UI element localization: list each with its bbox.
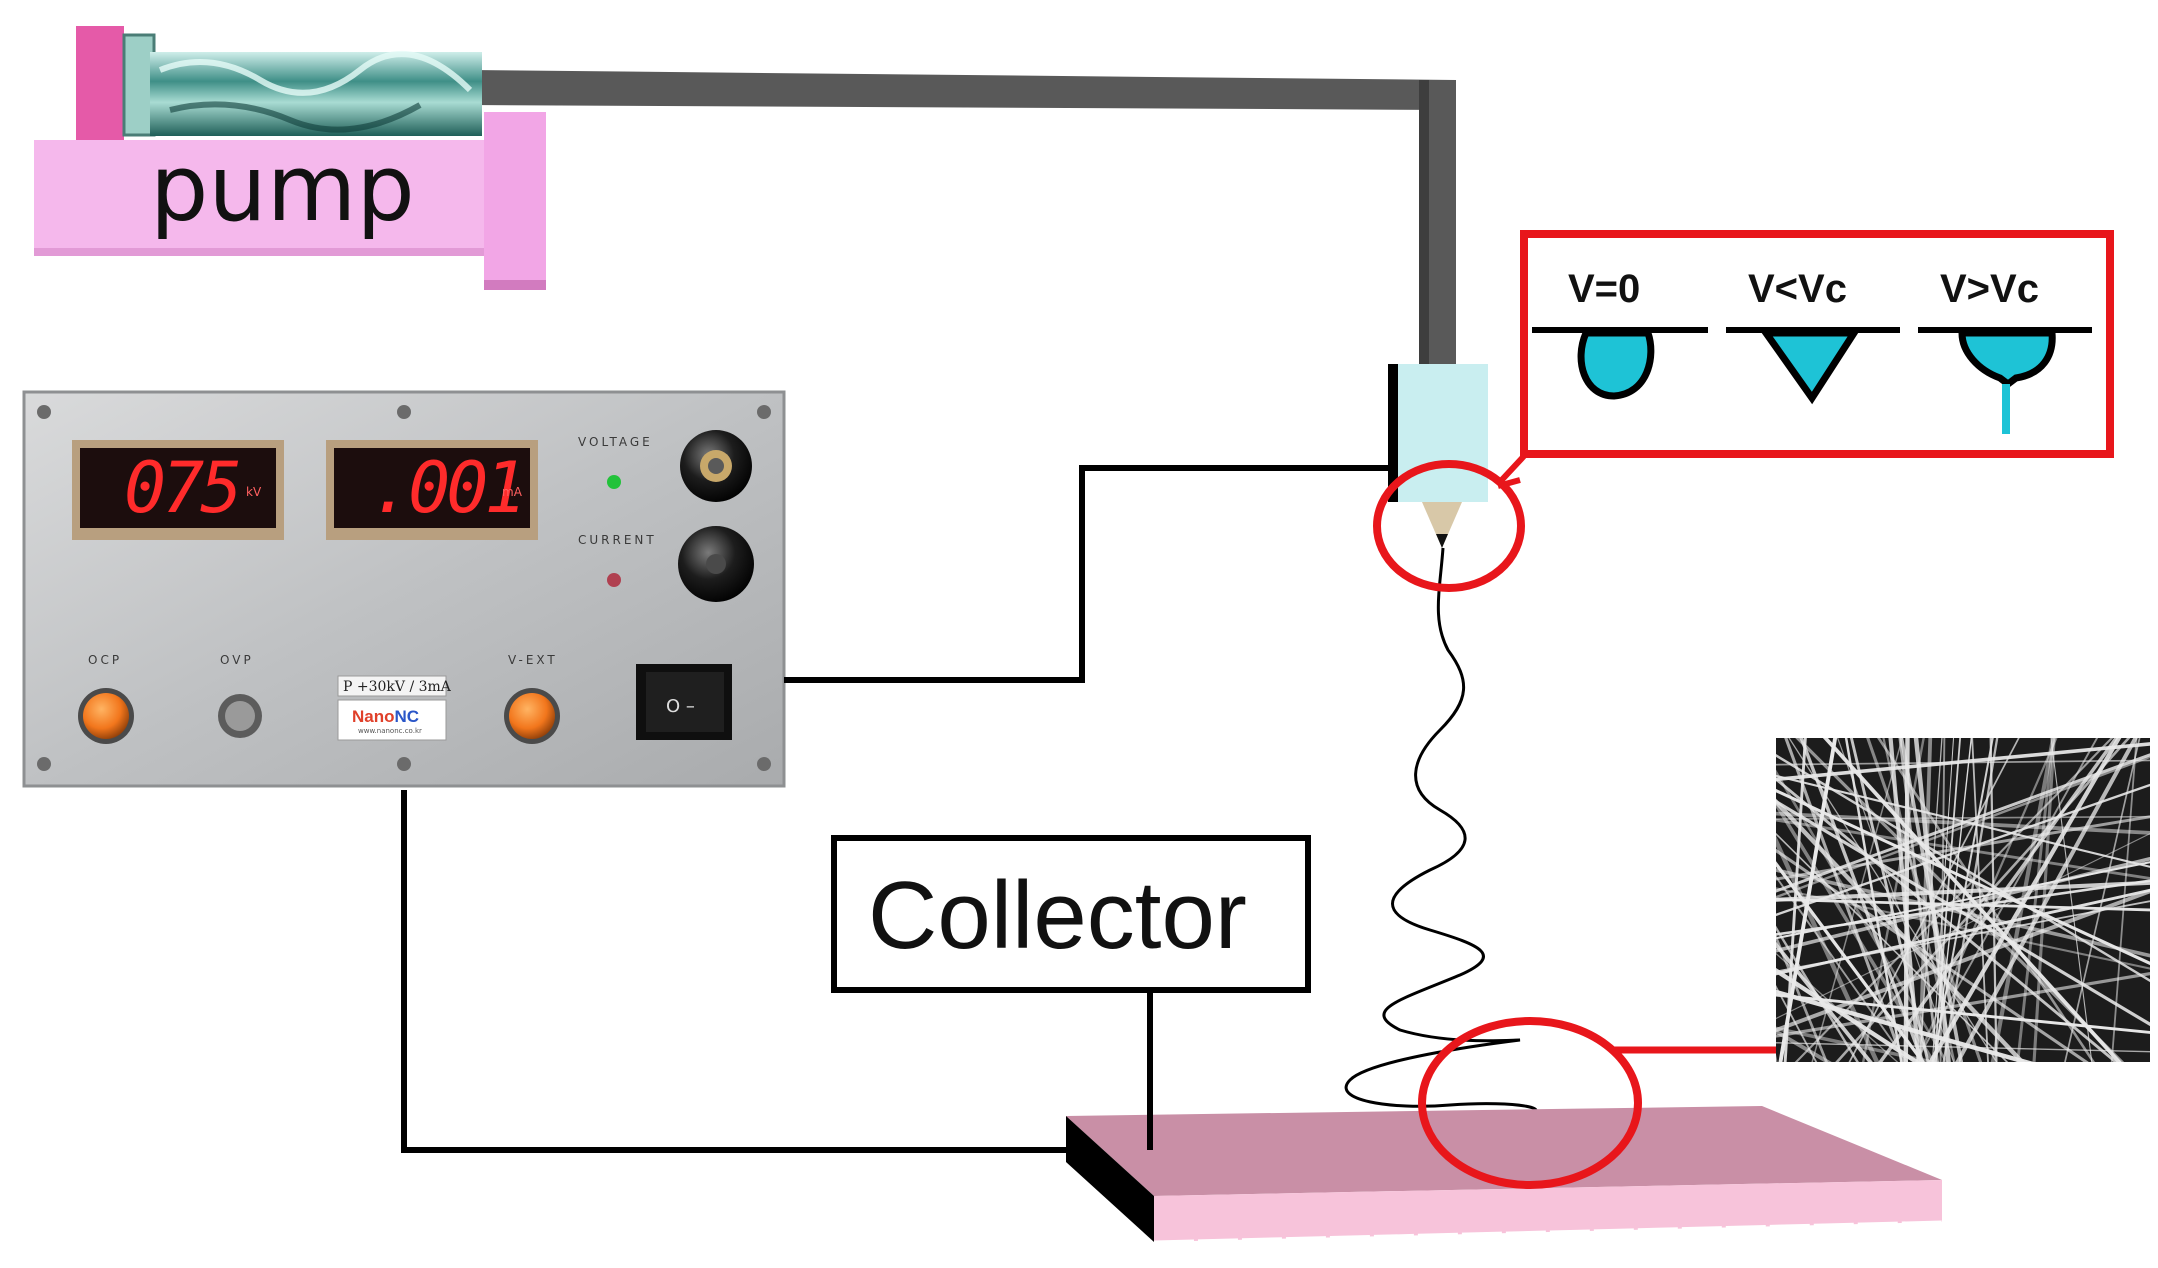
nanofiber-strand — [1776, 1029, 1832, 1062]
feed-tube — [470, 70, 1456, 380]
voltage-label: VOLTAGE — [578, 435, 653, 449]
pump-label: pump — [150, 135, 415, 242]
brand-logo: NanoNC — [352, 707, 419, 726]
sem-nanofiber-image — [1776, 738, 2150, 1062]
nanofiber-strand — [1776, 799, 2150, 1027]
syringe-pump: pump — [34, 26, 546, 290]
nanofiber-strand — [1776, 755, 2150, 899]
ovp-button[interactable] — [218, 694, 262, 738]
voltage-unit: kV — [246, 485, 262, 499]
power-supply: 075 kV .001 mA VOLTAGE CURRENT OCP — [22, 390, 786, 788]
collector-label-box: Collector — [831, 835, 1311, 1150]
nanofiber-strand — [1776, 777, 2119, 1062]
nanofiber-strand — [1862, 738, 1925, 1062]
nanofiber-strand — [1835, 738, 2131, 1062]
taylor-cone-inset: V=0 V<Vc V>Vc — [1495, 230, 2114, 489]
collector-plate — [1066, 1106, 1943, 1244]
nanofiber-strand — [1866, 738, 1983, 1062]
nanofiber-strand — [1776, 769, 1948, 1062]
nanofiber-strand — [1776, 984, 1818, 1062]
nanofiber-strand — [1776, 941, 1873, 1062]
nanofiber-strand — [1989, 738, 1998, 1062]
nanofiber-strand — [1899, 738, 1964, 1062]
voltage-readout: 075 — [124, 447, 238, 529]
droplet-below-vc — [1759, 329, 1861, 405]
current-display: .001 mA — [326, 440, 538, 540]
fiber-deposit-highlight — [1418, 1017, 1642, 1189]
current-knob[interactable] — [678, 526, 754, 602]
nanofiber-strand — [1776, 832, 2150, 1020]
nanofiber-strand — [1776, 753, 2150, 983]
svg-text:O –: O – — [666, 696, 695, 717]
nanofiber-strand — [1776, 861, 1925, 1062]
nanofiber-strand — [1776, 753, 2150, 893]
brand-plate: NanoNC www.nanonc.co.kr — [337, 699, 447, 741]
polymer-jet — [1327, 547, 1538, 1150]
nanofiber-strand — [2032, 738, 2056, 1062]
droplet-v0 — [1577, 329, 1655, 400]
droplet-above-vc — [1958, 329, 2056, 389]
nanofiber-strand — [1955, 738, 2138, 1062]
nanofiber-strand — [1776, 788, 2150, 966]
vext-button[interactable] — [504, 688, 560, 744]
current-label: CURRENT — [578, 533, 657, 547]
nanofiber-strand — [1776, 879, 2150, 936]
state-label-above-vc: V>Vc — [1940, 267, 2039, 311]
nanofiber-strand — [1795, 738, 2125, 1062]
voltage-display: 075 kV — [72, 440, 284, 540]
voltage-knob[interactable] — [680, 430, 752, 502]
ground-wire — [401, 790, 1066, 1153]
current-readout: .001 — [370, 447, 523, 529]
nanofiber-strand — [1776, 1026, 1941, 1062]
wires — [401, 465, 1396, 1153]
nanofiber-strand — [1776, 815, 2150, 881]
ocp-label: OCP — [88, 653, 122, 667]
spec-label: P +30kV / 3mA — [343, 679, 452, 695]
spec-plate: P +30kV / 3mA — [337, 675, 452, 697]
nanofiber-strand — [1888, 738, 1921, 1062]
hv-wire — [784, 465, 1396, 683]
nanofiber-strand — [1882, 738, 1956, 1062]
nanofiber-strand — [2016, 738, 2055, 1062]
nanofiber-strand — [1776, 815, 2150, 820]
collector-label: Collector — [868, 862, 1247, 969]
nanofiber-strand — [1811, 738, 1904, 1062]
nanofiber-strand — [2050, 738, 2093, 1062]
nanofiber-strand — [2064, 738, 2141, 1062]
needle-tip-highlight — [1373, 460, 1525, 592]
nanofiber-strand — [1776, 783, 2150, 917]
ocp-button[interactable] — [78, 688, 134, 744]
current-unit: mA — [502, 485, 523, 499]
nanofiber-strand — [1776, 989, 2034, 1062]
state-label-v0: V=0 — [1568, 267, 1640, 311]
vext-label: V-EXT — [508, 653, 558, 667]
nanofiber-strand — [2110, 738, 2138, 1062]
nanofiber-strand — [1776, 875, 1909, 1062]
ovp-label: OVP — [220, 653, 254, 667]
state-label-below-vc: V<Vc — [1748, 267, 1847, 311]
nanofiber-strand — [1933, 738, 1962, 1062]
nanofiber-strand — [1776, 798, 2026, 1062]
power-switch[interactable]: O – — [636, 664, 732, 740]
brand-sub: www.nanonc.co.kr — [358, 727, 422, 735]
nanofiber-strand — [1776, 887, 2150, 970]
current-led — [607, 573, 621, 587]
spinneret — [1388, 364, 1488, 548]
nanofiber-strand — [1848, 738, 2020, 1062]
voltage-led — [607, 475, 621, 489]
